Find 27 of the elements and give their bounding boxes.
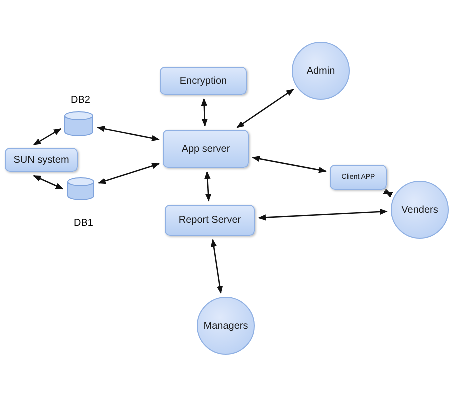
double-arrow — [33, 128, 62, 146]
node-label: Venders — [402, 204, 438, 216]
database-label: DB1 — [74, 218, 94, 229]
node-label: Report Server — [178, 215, 242, 226]
double-arrow — [383, 188, 394, 198]
node-label: Admin — [306, 66, 336, 76]
double-arrow — [252, 156, 327, 174]
process-box — [330, 165, 387, 190]
process-box — [160, 67, 247, 95]
double-arrow — [33, 175, 64, 190]
process-box — [163, 130, 249, 168]
double-arrow — [98, 163, 160, 184]
process-box — [165, 205, 255, 236]
double-arrow — [201, 98, 208, 127]
double-arrow — [97, 126, 160, 142]
node-label: SUN system — [14, 154, 70, 166]
double-arrow — [236, 88, 294, 128]
database-label: DB2 — [71, 95, 90, 106]
node-label: Managers — [204, 320, 248, 332]
cylinder — [64, 111, 94, 137]
cylinder — [67, 177, 95, 201]
double-arrow — [258, 208, 388, 221]
process-box — [5, 148, 78, 172]
double-arrow — [210, 239, 224, 294]
node-label: App server — [182, 144, 230, 154]
node-label: Encryption — [180, 76, 228, 86]
double-arrow — [204, 171, 212, 202]
